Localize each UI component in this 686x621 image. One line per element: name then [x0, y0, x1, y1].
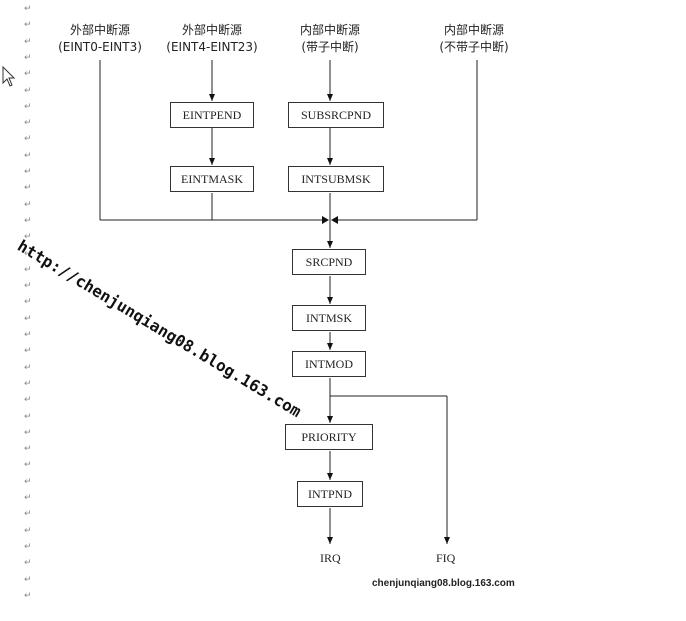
paragraph-mark: ↵ [24, 460, 32, 471]
source-title: 外部中断源 [69, 23, 130, 37]
paragraph-mark: ↵ [24, 36, 32, 47]
paragraph-mark: ↵ [24, 281, 32, 292]
paragraph-mark: ↵ [24, 134, 32, 145]
paragraph-mark: ↵ [24, 183, 32, 194]
paragraph-mark: ↵ [24, 20, 32, 31]
box-intsubmsk: INTSUBMSK [288, 166, 384, 192]
output-fiq: FIQ [436, 551, 456, 565]
paragraph-mark: ↵ [24, 558, 32, 569]
paragraph-mark: ↵ [24, 101, 32, 112]
box-srcpnd: SRCPND [292, 249, 366, 275]
merge-arrow-right [331, 216, 338, 224]
mouse-cursor-icon [2, 66, 16, 87]
paragraph-mark: ↵ [24, 476, 32, 487]
paragraph-mark: ↵ [24, 378, 32, 389]
paragraph-mark: ↵ [24, 590, 32, 601]
output-irq: IRQ [320, 551, 341, 565]
box-subsrcpnd: SUBSRCPND [288, 102, 384, 128]
footer-url: chenjunqiang08.blog.163.com [372, 578, 515, 589]
paragraph-mark: ↵ [24, 395, 32, 406]
paragraph-mark: ↵ [24, 411, 32, 422]
paragraph-mark: ↵ [24, 297, 32, 308]
source-range: (EINT4-EINT23) [166, 40, 258, 54]
box-priority: PRIORITY [285, 424, 373, 450]
source-eint4-23: 外部中断源 (EINT4-EINT23) [152, 22, 272, 56]
paragraph-mark: ↵ [24, 313, 32, 324]
box-intmsk: INTMSK [292, 305, 366, 331]
source-internal-without-sub: 内部中断源 (不带子中断) [414, 22, 534, 56]
paragraph-mark: ↵ [24, 264, 32, 275]
paragraph-mark: ↵ [24, 541, 32, 552]
paragraph-mark: ↵ [24, 362, 32, 373]
paragraph-mark: ↵ [24, 574, 32, 585]
paragraph-mark: ↵ [24, 248, 32, 259]
paragraph-mark: ↵ [24, 346, 32, 357]
paragraph-mark: ↵ [24, 4, 32, 14]
box-eintpend: EINTPEND [170, 102, 254, 128]
source-title: 外部中断源 [181, 23, 242, 37]
box-intmod: INTMOD [292, 351, 366, 377]
paragraph-mark: ↵ [24, 85, 32, 96]
paragraph-mark: ↵ [24, 150, 32, 161]
paragraph-mark: ↵ [24, 330, 32, 340]
source-range: (带子中断) [301, 40, 359, 54]
source-range: (不带子中断) [439, 40, 509, 54]
paragraph-mark: ↵ [24, 167, 32, 177]
source-range: (EINT0-EINT3) [58, 40, 142, 54]
source-eint0-3: 外部中断源 (EINT0-EINT3) [40, 22, 160, 56]
paragraph-mark: ↵ [24, 525, 32, 536]
source-title: 内部中断源 [443, 23, 504, 37]
source-internal-with-sub: 内部中断源 (带子中断) [270, 22, 390, 56]
paragraph-mark: ↵ [24, 199, 32, 210]
merge-arrow-left [322, 216, 329, 224]
paragraph-mark: ↵ [24, 444, 32, 455]
paragraph-mark: ↵ [24, 52, 32, 63]
paragraph-mark: ↵ [24, 69, 32, 80]
paragraph-mark: ↵ [24, 118, 32, 129]
box-eintmask: EINTMASK [170, 166, 254, 192]
paragraph-mark: ↵ [24, 215, 32, 226]
paragraph-mark: ↵ [24, 509, 32, 520]
paragraph-mark: ↵ [24, 427, 32, 438]
box-intpnd: INTPND [297, 481, 363, 507]
paragraph-mark: ↵ [24, 232, 32, 243]
source-title: 内部中断源 [299, 23, 360, 37]
paragraph-mark: ↵ [24, 493, 32, 503]
